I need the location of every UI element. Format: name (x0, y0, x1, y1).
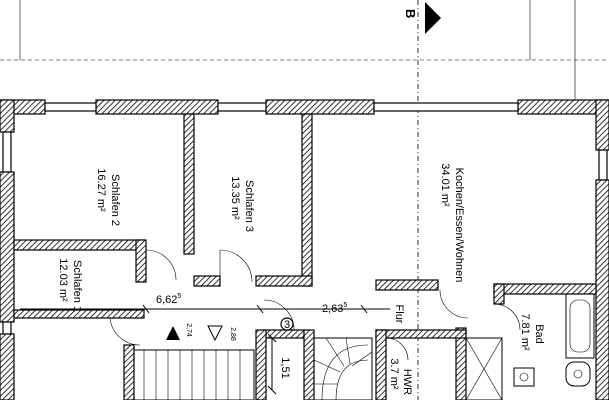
room-schlafen2: Schlafen 2 16.27 m² (95, 168, 121, 226)
level-markers (166, 325, 223, 342)
dim-1-sup: 5 (177, 293, 181, 300)
dimension-lines (20, 304, 390, 395)
interior-walls (13, 113, 597, 400)
dim-2-sup: 5 (343, 302, 347, 309)
svg-text:Schlafen 1: Schlafen 1 (71, 260, 83, 312)
outline-triangle-icon (207, 325, 223, 342)
dim-4: 2,74 (185, 323, 192, 337)
dim-5: 2,88 (229, 327, 236, 341)
svg-text:2,635: 2,635 (322, 302, 347, 315)
svg-text:34.01 m²: 34.01 m² (439, 163, 451, 207)
staircase (133, 337, 373, 400)
outer-walls (0, 99, 609, 400)
bathtub-icon (565, 293, 595, 359)
section-arrow-icon (425, 2, 441, 34)
sink-icon (513, 367, 535, 387)
toilet-icon (565, 361, 591, 387)
svg-text:HWR: HWR (401, 369, 413, 395)
filled-triangle-icon (166, 326, 180, 340)
svg-text:Kochen/Essen/Wohnen: Kochen/Essen/Wohnen (453, 168, 465, 283)
svg-text:7.81 m²: 7.81 m² (519, 313, 531, 351)
svg-text:3.7 m²: 3.7 m² (388, 358, 400, 390)
dim-2-main: 2,63 (322, 303, 343, 315)
section-line-b: B (403, 0, 441, 400)
room-schlafen1: Schlafen 1 12.03 m² (57, 258, 83, 312)
grid-lines (0, 0, 609, 100)
svg-text:Schlafen 2: Schlafen 2 (109, 174, 121, 226)
svg-text:16.27 m²: 16.27 m² (95, 168, 107, 212)
stair-marker: 3 (280, 317, 294, 331)
svg-text:Bad: Bad (533, 324, 545, 344)
room-schlafen3: Schlafen 3 13.35 m² (229, 176, 255, 232)
dim-1-main: 6,62 (156, 294, 177, 306)
bath-fixtures (465, 293, 595, 400)
room-flur: Flur (393, 305, 405, 324)
room-bad: Bad 7.81 m² (519, 313, 545, 351)
room-hwr: HWR 3.7 m² (388, 358, 413, 395)
svg-text:Schlafen 3: Schlafen 3 (243, 180, 255, 232)
svg-text:6,625: 6,625 (156, 293, 181, 306)
stair-marker-label: 3 (284, 319, 290, 331)
dimension-labels: 6,625 2,635 1,51 2,74 2,88 (156, 293, 347, 379)
shower-icon (465, 337, 503, 400)
svg-text:12.03 m²: 12.03 m² (57, 258, 69, 302)
svg-text:Flur: Flur (393, 305, 405, 324)
room-kochen: Kochen/Essen/Wohnen 34.01 m² (439, 163, 465, 282)
dim-3: 1,51 (279, 357, 291, 378)
svg-text:13.35 m²: 13.35 m² (229, 176, 241, 220)
section-label: B (403, 9, 418, 18)
